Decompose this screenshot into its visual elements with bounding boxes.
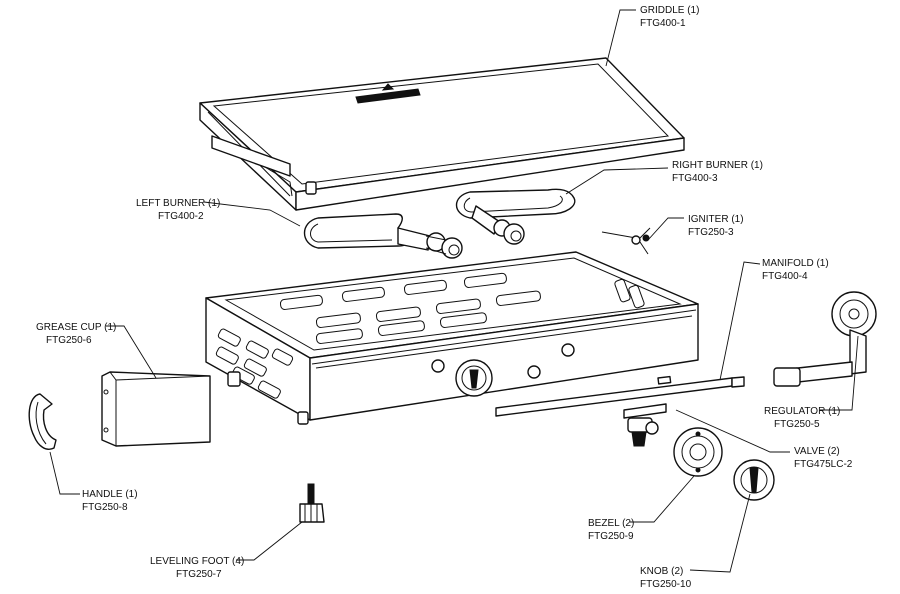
leveling-foot-drawing bbox=[299, 483, 325, 523]
part-code: FTG250-8 bbox=[82, 502, 128, 513]
part-code: FTG250-3 bbox=[688, 227, 734, 238]
label-valve: VALVE (2) FTG475LC-2 bbox=[794, 446, 853, 470]
igniter-drawing bbox=[601, 227, 651, 255]
part-name: VALVE (2) bbox=[794, 446, 840, 457]
handle-drawing bbox=[28, 393, 57, 450]
part-code: FTG400-3 bbox=[672, 173, 718, 184]
part-code: FTG250-5 bbox=[774, 419, 820, 430]
leader-lines bbox=[49, 9, 859, 573]
part-code: FTG475LC-2 bbox=[794, 459, 853, 470]
right-burner-drawing bbox=[455, 188, 576, 245]
part-code: FTG250-10 bbox=[640, 579, 692, 590]
label-regulator: REGULATOR (1) FTG250-5 bbox=[764, 406, 840, 430]
part-name: REGULATOR (1) bbox=[764, 406, 840, 417]
manifold-drawing bbox=[495, 375, 745, 417]
part-name: LEFT BURNER (1) bbox=[136, 198, 220, 209]
label-igniter: IGNITER (1) FTG250-3 bbox=[688, 214, 744, 238]
label-knob: KNOB (2) FTG250-10 bbox=[640, 566, 692, 590]
part-code: FTG400-2 bbox=[158, 211, 204, 222]
regulator-drawing bbox=[773, 291, 877, 387]
part-code: FTG250-7 bbox=[176, 569, 222, 580]
part-name: GREASE CUP (1) bbox=[36, 322, 116, 333]
part-code: FTG400-1 bbox=[640, 18, 686, 29]
part-name: BEZEL (2) bbox=[588, 518, 634, 529]
label-right-burner: RIGHT BURNER (1) FTG400-3 bbox=[672, 160, 763, 184]
part-code: FTG250-9 bbox=[588, 531, 634, 542]
griddle-drawing bbox=[199, 57, 685, 211]
left-burner-drawing bbox=[303, 213, 463, 259]
knob-drawing bbox=[733, 459, 775, 501]
label-griddle: GRIDDLE (1) FTG400-1 bbox=[640, 5, 699, 29]
label-leveling-foot: LEVELING FOOT (4) FTG250-7 bbox=[150, 556, 244, 580]
part-name: HANDLE (1) bbox=[82, 489, 138, 500]
label-handle: HANDLE (1) FTG250-8 bbox=[82, 489, 138, 513]
label-left-burner: LEFT BURNER (1) FTG400-2 bbox=[136, 198, 220, 222]
part-name: LEVELING FOOT (4) bbox=[150, 556, 244, 567]
part-name: IGNITER (1) bbox=[688, 214, 744, 225]
bezel-drawing bbox=[673, 427, 723, 477]
camp-chef-logo-icon bbox=[355, 83, 421, 104]
part-name: GRIDDLE (1) bbox=[640, 5, 699, 16]
label-manifold: MANIFOLD (1) FTG400-4 bbox=[762, 258, 829, 282]
part-name: KNOB (2) bbox=[640, 566, 683, 577]
part-code: FTG250-6 bbox=[46, 335, 92, 346]
label-bezel: BEZEL (2) FTG250-9 bbox=[588, 518, 634, 542]
part-code: FTG400-4 bbox=[762, 271, 808, 282]
part-name: MANIFOLD (1) bbox=[762, 258, 829, 269]
firebox-drawing bbox=[205, 251, 699, 425]
part-name: RIGHT BURNER (1) bbox=[672, 160, 763, 171]
label-grease-cup: GREASE CUP (1) FTG250-6 bbox=[36, 322, 116, 346]
valve-drawing bbox=[623, 403, 667, 447]
grease-cup-drawing bbox=[101, 371, 211, 447]
